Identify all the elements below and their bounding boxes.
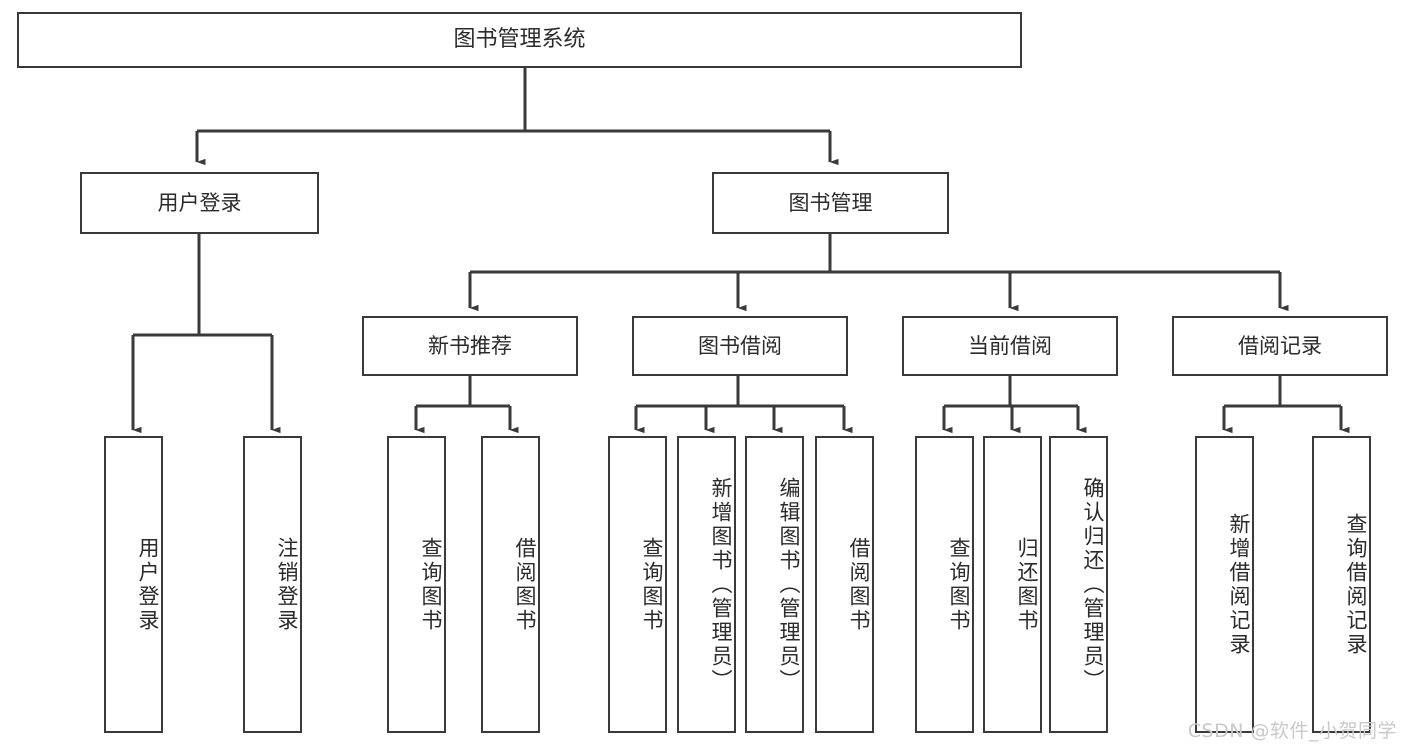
node-leaf-query-book-3-label: 查询图书 bbox=[947, 536, 971, 633]
node-leaf-confirm-return-label: 确认归还（管理员） bbox=[1081, 476, 1105, 693]
node-leaf-borrow-book-1-label: 借阅图书 bbox=[513, 536, 537, 633]
node-user-login[interactable]: 用户登录 bbox=[80, 172, 319, 234]
node-leaf-add-record-label: 新增借阅记录 bbox=[1227, 512, 1251, 657]
node-root-system[interactable]: 图书管理系统 bbox=[17, 12, 1022, 68]
node-leaf-add-book-label: 新增图书（管理员） bbox=[709, 476, 733, 693]
watermark: CSDN @软件_小贺同学 bbox=[1187, 720, 1397, 742]
node-current-borrow-label: 当前借阅 bbox=[968, 333, 1052, 358]
node-borrow-record-label: 借阅记录 bbox=[1238, 333, 1322, 358]
node-leaf-logout-login[interactable]: 注销登录 bbox=[243, 436, 302, 733]
node-leaf-query-book-1[interactable]: 查询图书 bbox=[387, 436, 446, 733]
node-book-borrow-label: 图书借阅 bbox=[698, 333, 782, 358]
node-root-label: 图书管理系统 bbox=[453, 27, 586, 53]
node-leaf-borrow-book-2[interactable]: 借阅图书 bbox=[815, 436, 874, 733]
node-book-manage[interactable]: 图书管理 bbox=[712, 172, 949, 234]
node-leaf-user-login-label: 用户登录 bbox=[136, 536, 160, 633]
node-book-borrow[interactable]: 图书借阅 bbox=[632, 316, 848, 376]
node-leaf-query-book-1-label: 查询图书 bbox=[419, 536, 443, 633]
node-leaf-add-book[interactable]: 新增图书（管理员） bbox=[677, 436, 736, 733]
node-leaf-return-book-label: 归还图书 bbox=[1015, 536, 1039, 633]
node-leaf-query-record-label: 查询借阅记录 bbox=[1344, 512, 1368, 657]
node-new-book-recommend-label: 新书推荐 bbox=[428, 333, 512, 358]
node-user-login-label: 用户登录 bbox=[157, 190, 242, 215]
node-leaf-query-book-2-label: 查询图书 bbox=[640, 536, 664, 633]
node-leaf-query-book-3[interactable]: 查询图书 bbox=[915, 436, 974, 733]
node-leaf-query-book-2[interactable]: 查询图书 bbox=[608, 436, 667, 733]
node-leaf-confirm-return[interactable]: 确认归还（管理员） bbox=[1049, 436, 1108, 733]
node-leaf-logout-login-label: 注销登录 bbox=[275, 536, 299, 633]
node-leaf-borrow-book-1[interactable]: 借阅图书 bbox=[481, 436, 540, 733]
node-leaf-user-login[interactable]: 用户登录 bbox=[104, 436, 163, 733]
node-leaf-return-book[interactable]: 归还图书 bbox=[983, 436, 1042, 733]
node-book-manage-label: 图书管理 bbox=[788, 190, 873, 215]
node-current-borrow[interactable]: 当前借阅 bbox=[902, 316, 1118, 376]
node-borrow-record[interactable]: 借阅记录 bbox=[1172, 316, 1388, 376]
node-leaf-query-record[interactable]: 查询借阅记录 bbox=[1312, 436, 1371, 733]
node-leaf-borrow-book-2-label: 借阅图书 bbox=[847, 536, 871, 633]
node-new-book-recommend[interactable]: 新书推荐 bbox=[362, 316, 578, 376]
node-leaf-edit-book-label: 编辑图书（管理员） bbox=[777, 476, 801, 693]
node-leaf-add-record[interactable]: 新增借阅记录 bbox=[1195, 436, 1254, 733]
node-leaf-edit-book[interactable]: 编辑图书（管理员） bbox=[745, 436, 804, 733]
